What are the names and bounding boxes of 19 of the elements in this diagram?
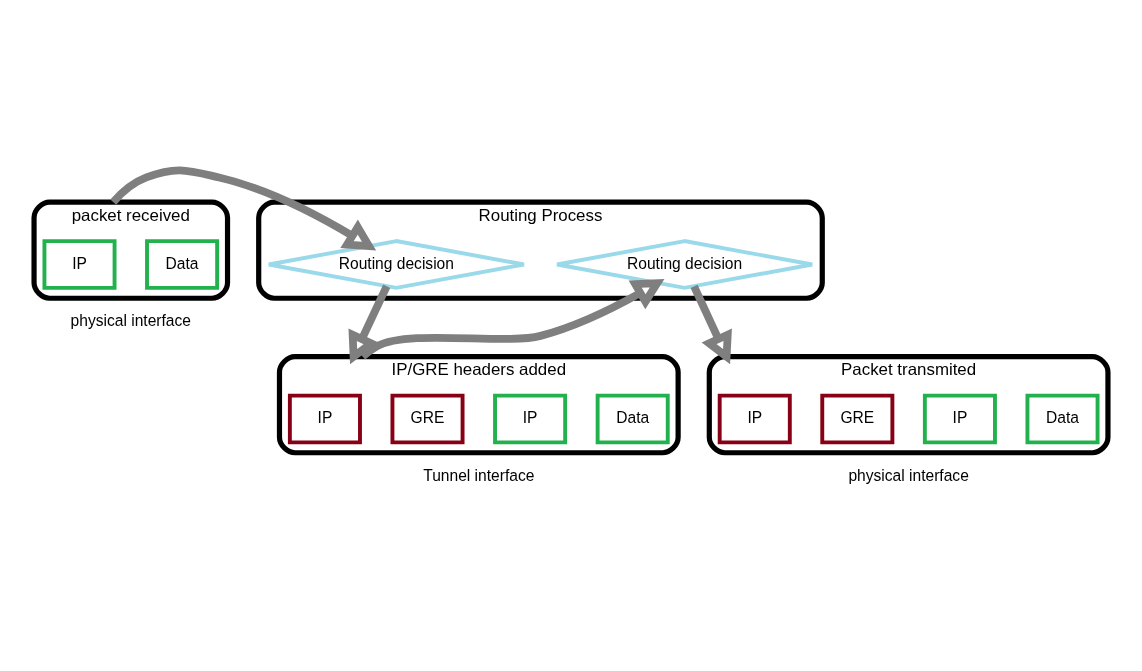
node-label: Tunnel interface xyxy=(423,466,535,484)
node-box: GRE xyxy=(820,393,895,445)
node-box: IP xyxy=(493,393,568,445)
arrow xyxy=(348,284,391,365)
node-box: Data xyxy=(1025,393,1100,445)
node-diamond: Routing decision xyxy=(266,239,526,290)
node-box: Data xyxy=(145,239,220,290)
arrow xyxy=(360,278,665,360)
node-box: Data xyxy=(595,393,670,445)
node-label: physical interface xyxy=(70,312,191,330)
arrow xyxy=(690,284,732,365)
node-label: physical interface xyxy=(848,466,969,484)
node-box: IP xyxy=(287,393,362,445)
node-diamond: Routing decision xyxy=(555,239,815,290)
node-box: IP xyxy=(717,393,792,445)
node-box: GRE xyxy=(390,393,465,445)
node-box: IP xyxy=(922,393,997,445)
node-box: IP xyxy=(42,239,117,290)
arrow xyxy=(110,166,377,251)
